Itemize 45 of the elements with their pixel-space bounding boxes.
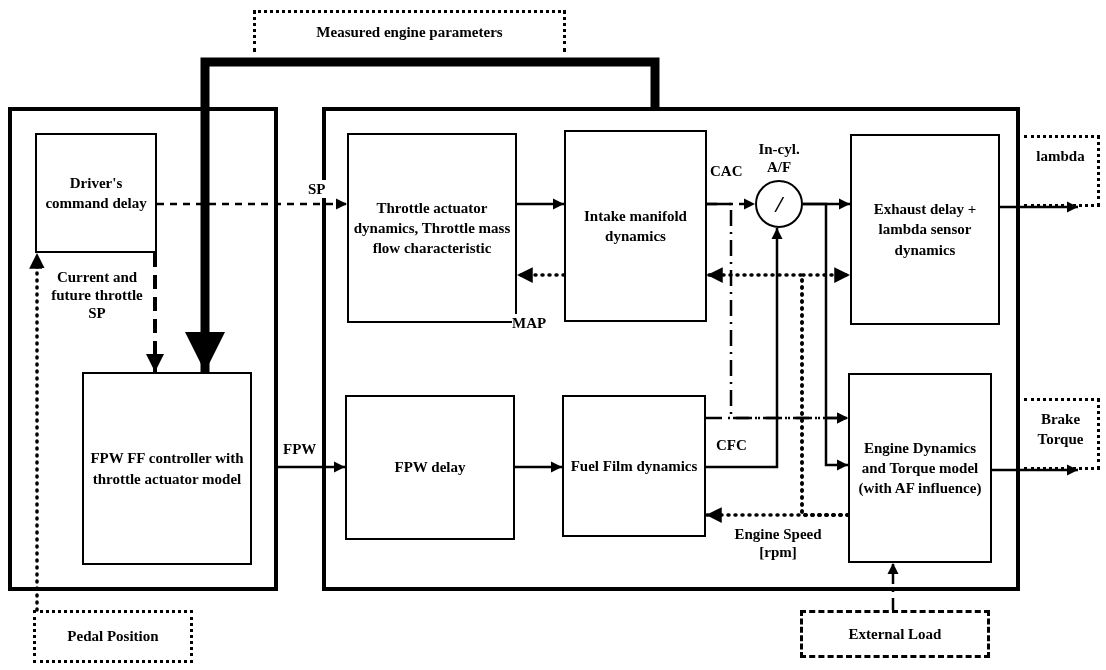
dashed-arrow [29,251,45,612]
divider-circle [755,180,803,228]
thick-arrow [184,57,660,372]
arrow [706,228,783,469]
arrow [517,198,564,210]
block-label: Pedal Position [66,627,160,647]
dashed-arrow [800,267,852,517]
block-label: Intake manifold dynamics [583,206,688,246]
signal-tag [1024,398,1100,470]
block-box [35,133,157,253]
block-box [562,395,706,537]
block-label: FPW FF controller with throttle actuator model [89,449,245,489]
dashed-arrow [515,267,566,283]
arrow [803,202,848,471]
block-label: Measured engine parameters [315,23,504,43]
dashed-arrow [146,253,164,372]
block-label: Engine Dynamics and Torque model (with AF influence) [857,438,983,499]
signal-label: In-cyl. A/F [757,140,801,176]
block-box [848,373,992,563]
block-label: lambda [1035,147,1086,166]
block-box [564,130,707,322]
signal-tag [253,10,566,52]
dashed-arrow [887,563,899,610]
arrow [992,464,1078,476]
block-box [345,395,515,540]
arrow [278,461,345,473]
block-label: Brake Torque [1036,410,1085,450]
block-label: FPW delay [393,458,467,478]
division-sign: / [773,190,785,218]
controller-group-box [8,107,278,591]
signal-tag [800,610,990,658]
dashed-arrow [157,198,347,210]
signal-tag [33,610,193,663]
edge-label: SP [308,180,326,198]
block-label: External Load [847,624,943,644]
signal-tag [1024,135,1100,207]
arrow [515,461,562,473]
dashed-arrow [706,412,848,424]
block-label: Fuel Film dynamics [569,456,699,476]
block-label: Driver's command delay [44,173,148,213]
arrow [1000,201,1078,213]
block-box [850,134,1000,325]
block-label: Throttle actuator dynamics, Throttle mass flow characteristic [352,198,512,259]
block-label: Exhaust delay + lambda sensor dynamics [872,200,978,260]
block-box [82,372,252,565]
